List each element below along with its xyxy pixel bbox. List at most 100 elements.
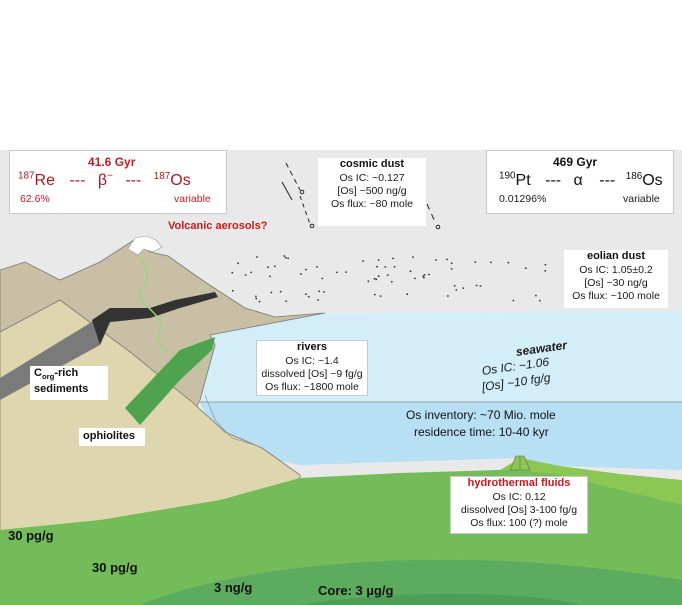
- dust-speck: [376, 265, 378, 268]
- dust-speck: [284, 256, 287, 259]
- dust-speck: [384, 266, 387, 268]
- dust-speck: [412, 256, 414, 258]
- dust-speck: [279, 290, 282, 293]
- dust-speck: [285, 300, 288, 303]
- dust-speck: [423, 276, 425, 279]
- hydrothermal-conc: dissolved [Os] 3-100 fg/g: [460, 503, 578, 516]
- dust-speck: [316, 266, 318, 268]
- dust-speck: [447, 295, 449, 297]
- hydrothermal-flux: Os flux: 100 (?) mole: [470, 517, 568, 529]
- dust-speck: [386, 274, 389, 276]
- dust-speck: [362, 260, 364, 262]
- os-187-note: variable: [174, 193, 211, 205]
- eolian-dust-label: eolian dust Os IC: 1.05±0.2 [Os] ~30 ng/…: [564, 250, 668, 308]
- dust-speck: [317, 299, 319, 301]
- dust-speck: [535, 294, 537, 297]
- dust-speck: [409, 270, 412, 273]
- cosmic-dust-conc: [Os] ~500 ng/g: [337, 184, 407, 197]
- sediments-c: C: [34, 367, 42, 379]
- dust-speck: [305, 268, 307, 271]
- cosmic-dust-ic: Os IC: ~0.127: [339, 171, 405, 184]
- dust-speck: [507, 261, 510, 264]
- dust-speck: [379, 295, 382, 297]
- hydrothermal-title: hydrothermal fluids: [467, 477, 571, 489]
- dust-speck: [539, 299, 541, 302]
- sediment-band: [0, 320, 100, 400]
- re-os-half-life: 41.6 Gyr: [88, 155, 136, 169]
- dust-speck: [307, 295, 310, 298]
- dust-speck: [244, 274, 247, 276]
- sediments-rest: -rich: [54, 367, 79, 379]
- dust-speck: [267, 266, 269, 269]
- dust-speck: [462, 287, 465, 289]
- dust-speck: [231, 289, 234, 292]
- dust-speck: [304, 293, 307, 296]
- dust-speck: [377, 259, 380, 261]
- dust-speck: [393, 265, 396, 268]
- pt-os-decay-box: 469 Gyr 190Pt --- α --- 186Os 0.01296% v…: [486, 150, 674, 214]
- sediments-label: Corg-rich sediments: [30, 366, 108, 400]
- dust-speck: [321, 277, 324, 280]
- core-layer: [300, 593, 580, 605]
- dust-speck: [335, 271, 338, 274]
- dust-speck: [524, 267, 527, 270]
- sediment-outcrop: [92, 292, 218, 345]
- ophiolite-band: [125, 337, 215, 425]
- eolian-dust-ic: Os IC: 1.05±0.2: [579, 263, 653, 276]
- dust-speck: [377, 275, 380, 278]
- lower-mantle-layer: [140, 559, 682, 605]
- re-abundance: 62.6%: [20, 193, 50, 205]
- dust-speck: [423, 274, 426, 276]
- crust-boundary: [204, 394, 259, 447]
- lower-mantle-concentration: 3 ng/g: [214, 580, 253, 595]
- rivers-ic: Os IC: ~1.4: [285, 354, 339, 367]
- core-concentration: Core: 3 µg/g: [318, 583, 394, 598]
- rivers-conc: dissolved [Os] ~9 fg/g: [261, 367, 363, 380]
- pt-os-half-life: 469 Gyr: [553, 155, 598, 169]
- dust-speck: [318, 290, 321, 293]
- rivers-title: rivers: [297, 341, 327, 353]
- dust-speck: [475, 284, 478, 287]
- dust-speck: [414, 277, 416, 280]
- dust-speck: [255, 295, 257, 298]
- dust-speck: [490, 261, 492, 264]
- hydrothermal-label: hydrothermal fluids Os IC: 0.12 dissolve…: [450, 476, 588, 534]
- dust-speck: [367, 280, 370, 283]
- rivers-flux: Os flux: ~1800 mole: [265, 381, 359, 393]
- os-186-note: variable: [623, 193, 660, 205]
- dust-speck: [323, 291, 325, 293]
- snow-cap: [127, 235, 163, 256]
- dust-speck: [446, 258, 448, 261]
- cosmic-dust-streaks: [281, 162, 441, 230]
- dust-speck: [274, 265, 276, 268]
- seawater-inventory: Os inventory: ~70 Mio. mole: [406, 408, 556, 422]
- dust-speck: [373, 293, 376, 296]
- ophiolites-label: ophiolites: [79, 428, 145, 446]
- dust-speck: [544, 270, 547, 272]
- dust-speck: [287, 257, 289, 260]
- dust-speck: [544, 263, 547, 266]
- cosmic-dust-label: cosmic dust Os IC: ~0.127 [Os] ~500 ng/g…: [318, 158, 426, 226]
- dust-speck: [345, 271, 347, 273]
- cosmic-dust-flux: Os flux: ~80 mole: [331, 198, 413, 210]
- dust-speck: [390, 280, 393, 283]
- sediments-line2: sediments: [34, 383, 89, 395]
- hydrothermal-ic: Os IC: 0.12: [492, 490, 546, 503]
- dust-speck: [250, 271, 253, 274]
- cosmic-dust-title: cosmic dust: [339, 158, 405, 170]
- mantle-concentration: 30 pg/g: [92, 560, 138, 575]
- dust-speck: [283, 255, 286, 257]
- dust-speck: [450, 262, 453, 265]
- pt-os-equation: 190Pt --- α --- 186Os: [499, 170, 663, 189]
- dust-speck: [258, 300, 261, 303]
- dust-speck: [455, 289, 458, 291]
- re-os-equation: 187Re --- β− --- 187Os: [18, 170, 191, 189]
- dust-speck: [231, 271, 234, 274]
- dust-speck: [392, 257, 394, 260]
- rivers-label: rivers Os IC: ~1.4 dissolved [Os] ~9 fg/…: [256, 340, 368, 396]
- eolian-dust-flux: Os flux: ~100 mole: [572, 290, 660, 302]
- dust-speck: [406, 293, 409, 296]
- dust-speck: [479, 285, 482, 287]
- pt-abundance: 0.01296%: [499, 193, 547, 205]
